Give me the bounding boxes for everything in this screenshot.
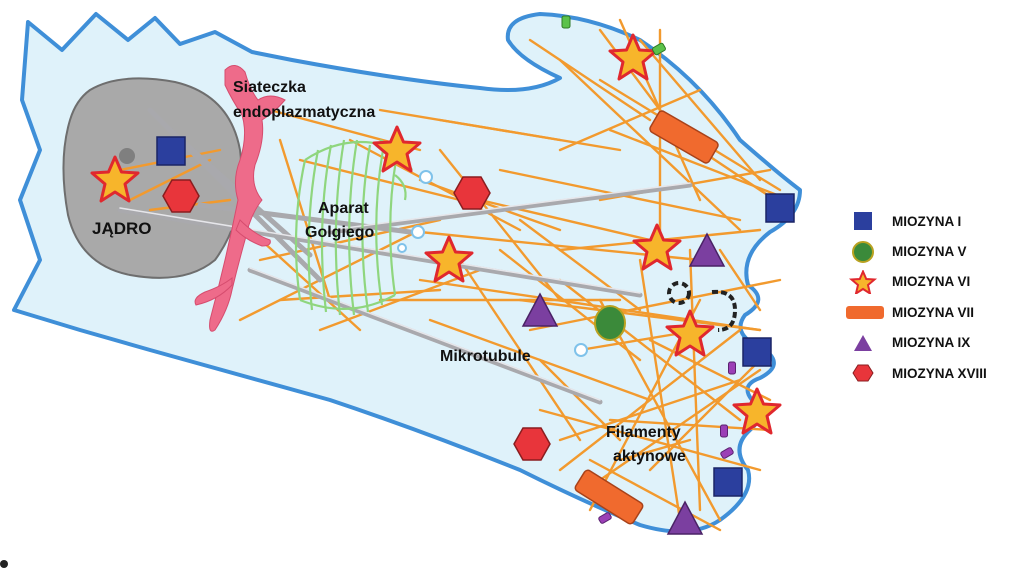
legend-item-myosin-xviii: MIOZYNA XVIII <box>846 358 1022 388</box>
nucleus-label: JĄDRO <box>92 219 152 238</box>
microtubules-label: Mikrotubule <box>440 348 531 365</box>
rounded-rect-icon <box>846 300 886 324</box>
legend-label: MIOZYNA I <box>892 213 962 229</box>
myosin-i-square <box>156 136 186 166</box>
legend-item-myosin-i: MIOZYNA I <box>846 206 1022 236</box>
star-icon <box>846 269 886 294</box>
er-label-line2: endoplazmatyczna <box>233 104 375 121</box>
circle-icon <box>846 240 886 264</box>
corner-dot <box>0 560 8 568</box>
triangle-icon <box>846 331 886 355</box>
golgi-label-line2: Golgiego <box>305 224 375 241</box>
legend-item-myosin-vii: MIOZYNA VII <box>846 297 1022 327</box>
legend-label: MIOZYNA IX <box>892 335 971 351</box>
myosin-i-square <box>765 193 795 223</box>
myosin-v-circle <box>594 305 626 341</box>
legend-label: MIOZYNA V <box>892 244 967 260</box>
legend-item-myosin-v: MIOZYNA V <box>846 236 1022 266</box>
hexagon-icon <box>846 361 886 385</box>
square-icon <box>846 209 886 233</box>
actin-label-line1: Filamenty <box>606 424 681 441</box>
legend-label: MIOZYNA VI <box>892 274 971 290</box>
legend-item-myosin-vi: MIOZYNA VI <box>846 267 1022 297</box>
myosin-i-square <box>742 337 772 367</box>
myosin-markers <box>90 15 795 535</box>
er-label-line1: Siateczka <box>233 79 306 96</box>
nucleus <box>62 77 243 279</box>
nucleolus <box>119 148 135 164</box>
endocytic-vesicles <box>667 281 738 332</box>
golgi-label-line1: Aparat <box>318 200 369 217</box>
actin-label-line2: aktynowe <box>613 448 686 465</box>
legend-label: MIOZYNA VII <box>892 304 975 320</box>
vesicles <box>397 170 588 357</box>
legend: MIOZYNA I MIOZYNA V MIOZYNA VI MIOZYNA V… <box>846 206 1022 388</box>
legend-item-myosin-ix: MIOZYNA IX <box>846 328 1022 358</box>
myosin-i-square <box>713 467 743 497</box>
legend-label: MIOZYNA XVIII <box>892 365 987 381</box>
endoplasmic-reticulum <box>194 65 286 332</box>
